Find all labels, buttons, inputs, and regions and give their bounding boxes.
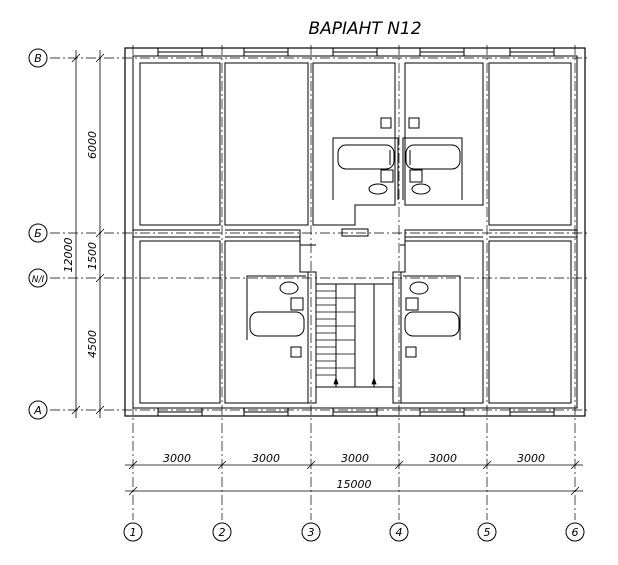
horizontal-dimension-lines — [125, 460, 583, 496]
stair-core — [307, 271, 402, 404]
dim-span-2: 3000 — [252, 452, 280, 465]
bathroom-bottom-left — [246, 275, 306, 358]
svg-text:5: 5 — [484, 526, 491, 539]
row-axis-markers: В Б N/I А — [28, 48, 48, 420]
svg-text:А: А — [33, 404, 42, 417]
axis-marker-col-3: 3 — [301, 522, 321, 542]
axis-marker-row-a: А — [28, 400, 48, 420]
dim-left-segment-2: 1500 — [86, 242, 99, 270]
drawing-title: ВАРІАНТ N12 — [308, 19, 421, 39]
dim-span-4: 3000 — [429, 452, 457, 465]
dim-span-5: 3000 — [517, 452, 545, 465]
windows-bottom — [157, 407, 555, 417]
axis-marker-col-2: 2 — [212, 522, 232, 542]
dim-total-width: 15000 — [337, 478, 372, 491]
svg-text:N/I: N/I — [32, 275, 45, 285]
axis-marker-col-5: 5 — [477, 522, 497, 542]
bathroom-bottom-right — [403, 275, 461, 358]
axis-marker-col-1: 1 — [123, 522, 143, 542]
dim-left-segment-3: 4500 — [86, 330, 99, 358]
axis-marker-col-4: 4 — [389, 522, 409, 542]
svg-text:1: 1 — [130, 526, 137, 539]
axis-marker-row-b: Б — [28, 223, 48, 243]
axis-marker-col-6: 6 — [565, 522, 585, 542]
dim-left-segment-1: 6000 — [86, 131, 99, 159]
axis-lines — [50, 45, 590, 520]
dim-span-3: 3000 — [341, 452, 369, 465]
bathroom-top-left — [332, 117, 399, 200]
rooms-top-row — [139, 62, 572, 237]
dim-left-outer: 12000 — [62, 238, 75, 273]
stair-treads — [316, 290, 377, 385]
column-axis-markers: 1 2 3 4 5 6 — [123, 522, 585, 542]
svg-text:6: 6 — [572, 526, 579, 539]
dim-span-1: 3000 — [163, 452, 191, 465]
bathroom-top-right — [402, 117, 463, 200]
svg-text:Б: Б — [34, 227, 42, 240]
axis-marker-row-ni: N/I — [28, 268, 48, 288]
svg-text:4: 4 — [396, 526, 403, 539]
axis-marker-row-v: В — [28, 48, 48, 68]
svg-text:3: 3 — [308, 526, 315, 539]
svg-text:2: 2 — [219, 526, 226, 539]
svg-text:В: В — [34, 52, 42, 65]
vertical-dimension-lines — [71, 50, 105, 418]
windows-top — [157, 47, 555, 57]
corridor-walls — [133, 229, 577, 246]
